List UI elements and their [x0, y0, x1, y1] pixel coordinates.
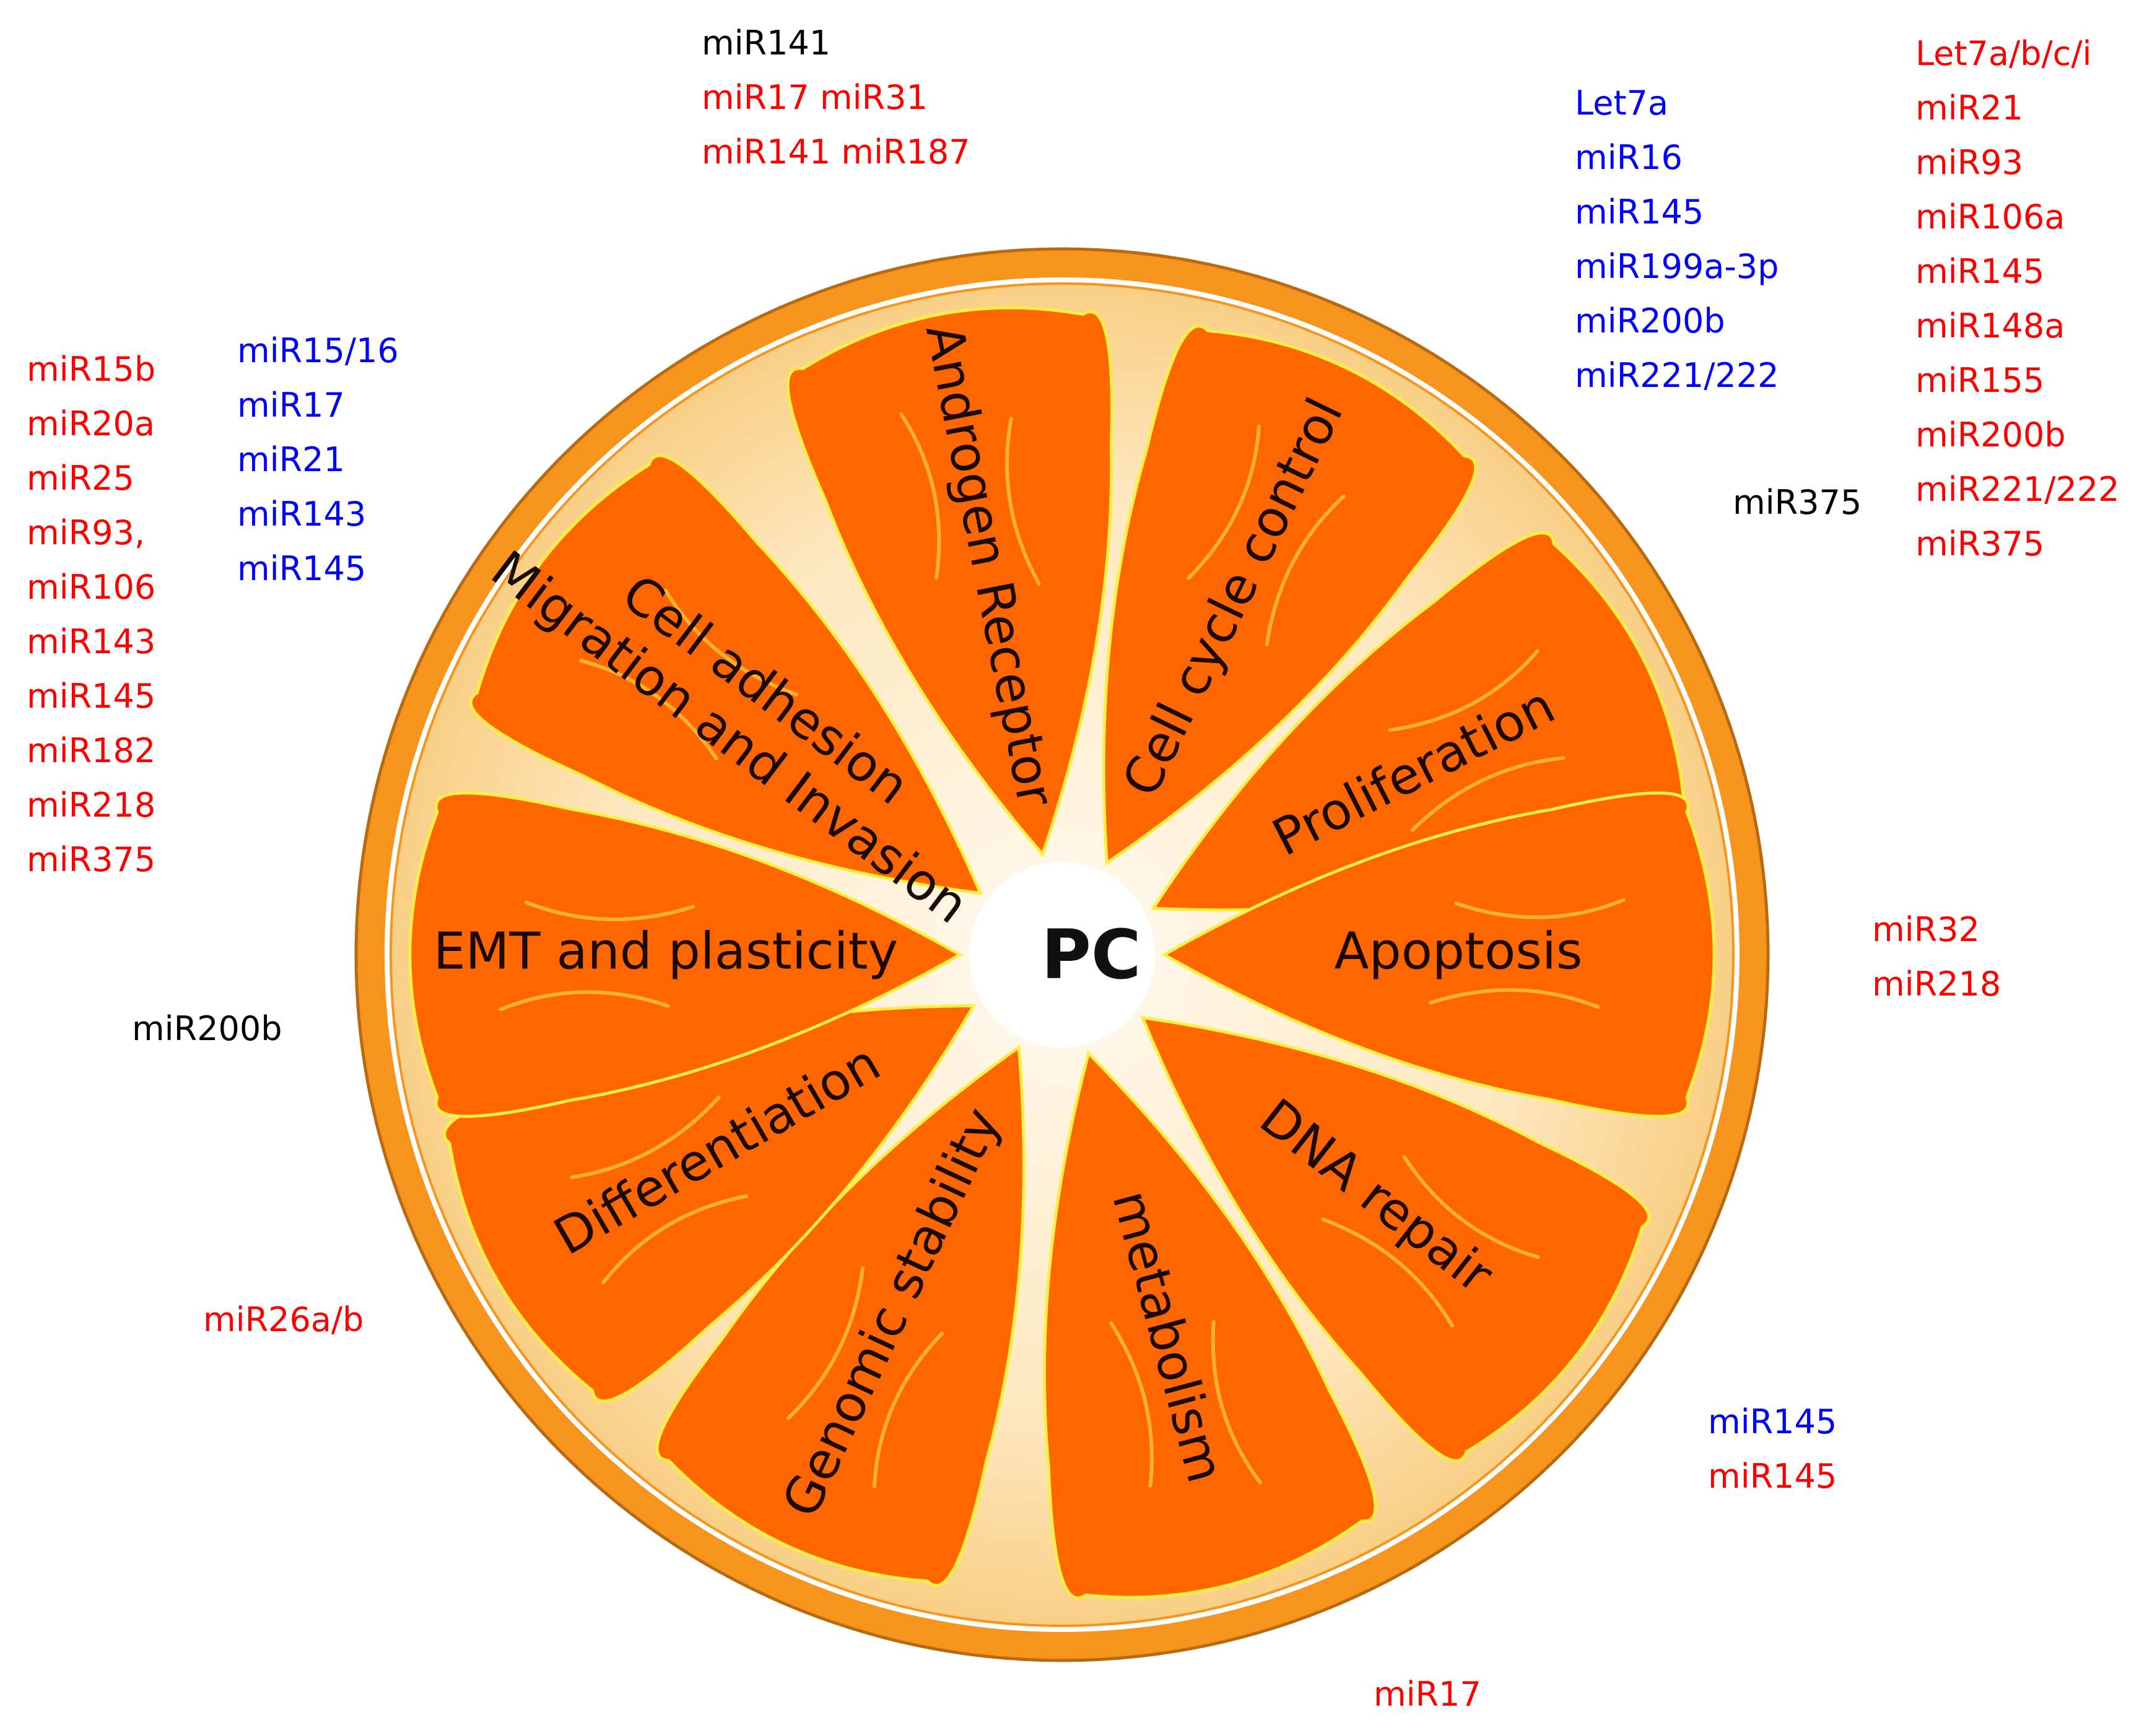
segment-vein [1402, 1155, 1540, 1259]
mirna-label: miR32 [1872, 910, 1980, 949]
segment-shape [408, 791, 964, 1118]
segment-vein [1005, 417, 1041, 586]
segment-vein [570, 1095, 721, 1179]
mirna-label: miR145 [237, 549, 367, 588]
mirna-label: miR375 [27, 840, 156, 879]
center-hole [969, 862, 1155, 1048]
mirna-label: miR17 [1374, 1675, 1481, 1714]
mirna-label: miR145 [1708, 1457, 1837, 1496]
segment-shape [1042, 1050, 1377, 1600]
mirna-label: miR145 [1708, 1402, 1837, 1441]
segment-dna: DNA repair [1140, 1015, 1650, 1462]
segment-vein [1410, 756, 1566, 832]
mirna-label: miR145 [1575, 193, 1704, 232]
mirna-label: miR141 [702, 24, 831, 63]
mirna-group-bottom-right: miR145 miR145 [1708, 1395, 1837, 1504]
mirna-label: miR221/222 [1915, 470, 2120, 509]
mirna-label: miR199a-3p [1575, 247, 1779, 286]
mirna-group-left-black: miR200b [132, 1002, 282, 1056]
segment-apoptosis: Apoptosis [1161, 791, 1716, 1118]
mirna-label: miR221/222 [1575, 356, 1779, 395]
segment-vein [578, 659, 718, 761]
mirna-label: miR25 [27, 459, 134, 498]
mirna-label: miR375 [1733, 483, 1862, 522]
segment-vein [1429, 988, 1600, 1009]
segment-label-apoptosis: Apoptosis [1335, 922, 1583, 981]
mirna-label: miR106a [1915, 197, 2065, 237]
mirna-label: miR17 miR31 [702, 78, 928, 117]
mirna-label: miR93 [1915, 143, 2023, 182]
mirna-label: miR15/16 [237, 331, 399, 370]
mirna-group-left-blue: miR15/16 miR17 miR21 miR143 miR145 [237, 324, 399, 596]
mirna-label: miR200b [1575, 302, 1725, 341]
mirna-label: miR155 [1915, 361, 2045, 400]
segment-vein [1265, 494, 1346, 646]
mirna-label: miR20a [27, 404, 155, 443]
mirna-group-top-center: miR141 miR17 miR31 miR141 miR187 [702, 16, 970, 180]
segment-vein [499, 990, 670, 1012]
mirna-label: miR21 [237, 440, 345, 479]
segment-vein [524, 900, 695, 921]
mirna-group-right-apoptosis: miR32 miR218 [1872, 903, 2001, 1012]
segment-emt: EMT and plasticity [408, 791, 964, 1118]
segment-shape [1161, 791, 1716, 1118]
segment-vein [1187, 424, 1261, 580]
mirna-label: Let7a [1575, 84, 1668, 123]
segment-shape [1140, 1015, 1650, 1462]
mirna-label: miR148a [1915, 306, 2065, 345]
mirna-label: miR200b [1915, 415, 2066, 454]
segment-label-emt: EMT and plasticity [433, 922, 898, 981]
mirna-label: miR15b [27, 350, 156, 389]
mirna-group-bottom-left: miR26a/b [203, 1293, 364, 1347]
segment-vein [1454, 898, 1626, 919]
mirna-label: miR141 miR187 [702, 132, 970, 171]
mirna-label: miR145 [27, 677, 156, 716]
mirna-group-right-mid: miR375 [1733, 475, 1862, 530]
mirna-label: Let7a/b/c/i [1915, 34, 2092, 73]
mirna-label: miR26a/b [203, 1300, 364, 1339]
mirna-label: miR375 [1915, 524, 2045, 563]
mirna-label: miR16 [1575, 138, 1683, 177]
mirna-group-far-right-red: Let7a/b/c/i miR21 miR93 miR106a miR145 miR148… [1915, 27, 2119, 571]
mirna-group-bottom-center: miR17 [1374, 1667, 1481, 1722]
segment-metab: metabolism [1042, 1050, 1377, 1600]
mirna-label: miR21 [1915, 89, 2023, 128]
mirna-group-top-right-blue: Let7a miR16 miR145 miR199a-3p miR200b miR221/… [1575, 76, 1779, 403]
segment-vein [663, 588, 799, 697]
segment-shape [469, 454, 983, 895]
mirna-label: miR143 [237, 495, 367, 534]
mirna-label: miR218 [27, 786, 156, 825]
mirna-label: miR17 [237, 386, 345, 425]
segment-shape [786, 306, 1113, 857]
mirna-label: miR182 [27, 731, 156, 770]
segment-vein [786, 1266, 865, 1420]
mirna-label: miR93, [27, 513, 146, 552]
segment-vein [1109, 1321, 1154, 1488]
segment-shape [1102, 324, 1478, 866]
segment-vein [899, 412, 941, 580]
mirna-label: miR143 [27, 622, 156, 661]
segment-vein [1388, 649, 1540, 732]
center-label: PC [1041, 915, 1141, 994]
mirna-label: miR200b [132, 1009, 282, 1048]
mirna-group-left-red: miR15b miR20a miR25 miR93, miR106 miR143 miR14… [27, 342, 155, 887]
mirna-label: miR106 [27, 568, 156, 607]
segment-vein [873, 1331, 944, 1488]
segment-vein [1211, 1320, 1262, 1485]
orange-rind-inner-line [385, 277, 1740, 1632]
mirna-label: miR218 [1872, 965, 2002, 1004]
mirna-label: miR145 [1915, 252, 2045, 291]
segment-vein [601, 1194, 749, 1285]
segment-vein [1321, 1217, 1454, 1328]
